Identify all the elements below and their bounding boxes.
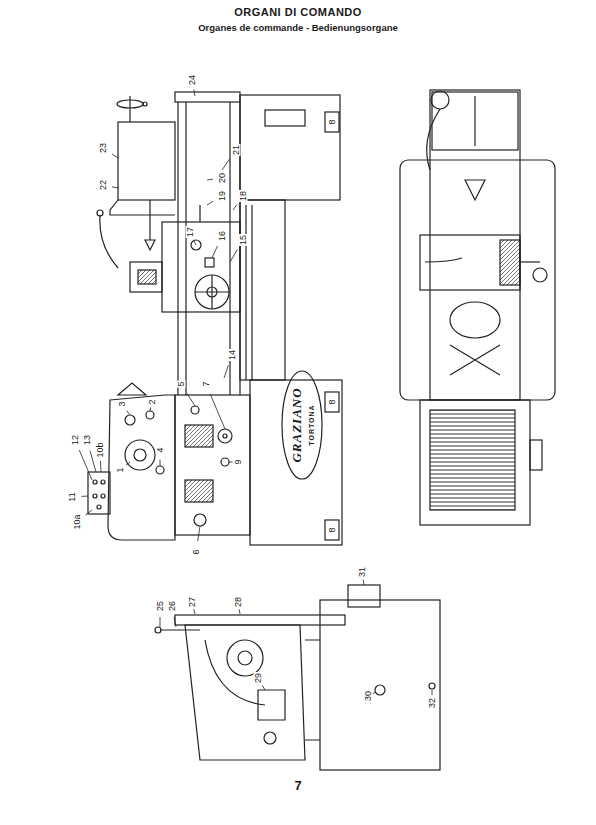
callout-number: 1 bbox=[116, 466, 125, 473]
callout-number: 15 bbox=[239, 234, 248, 246]
callout-number: 10b bbox=[96, 441, 105, 458]
leader-line bbox=[194, 90, 195, 96]
brand-logo: GRAZIANO bbox=[290, 387, 303, 462]
leader-line bbox=[100, 461, 102, 472]
callout-number: 17 bbox=[186, 226, 195, 238]
leader-line bbox=[212, 246, 217, 258]
callout-number: 21 bbox=[232, 144, 241, 156]
leader-line bbox=[363, 580, 365, 585]
leader-line bbox=[239, 609, 241, 614]
leader-line bbox=[160, 460, 161, 466]
leader-line bbox=[210, 394, 225, 429]
leader-line bbox=[127, 411, 130, 415]
leader-line bbox=[112, 187, 118, 188]
leader-line bbox=[126, 462, 130, 465]
top-view bbox=[400, 90, 555, 525]
callout-number: 18 bbox=[239, 190, 248, 202]
callout-number: 14 bbox=[228, 349, 237, 361]
leader-line bbox=[432, 690, 433, 695]
callout-number: 10a bbox=[73, 513, 82, 530]
leader-line bbox=[233, 204, 237, 210]
leader-line bbox=[112, 154, 118, 158]
subtitle: Organes de commande - Bedienungsorgane bbox=[198, 23, 398, 33]
callout-number: 7 bbox=[202, 380, 211, 387]
callout-number: 8 bbox=[328, 526, 337, 533]
side-view bbox=[88, 92, 342, 545]
leader-line bbox=[373, 692, 376, 694]
leader-line bbox=[207, 179, 213, 181]
callout-number: 3 bbox=[118, 400, 127, 407]
leader-line bbox=[194, 240, 196, 245]
callout-number: 11 bbox=[68, 491, 77, 502]
leader-line bbox=[230, 249, 237, 262]
leader-line bbox=[207, 201, 213, 205]
leader-line bbox=[224, 365, 228, 378]
callout-number: 4 bbox=[156, 446, 165, 453]
callout-number: 20 bbox=[218, 172, 227, 184]
callout-number: 6 bbox=[192, 548, 201, 555]
callout-number: 19 bbox=[218, 190, 227, 202]
page-number: 7 bbox=[294, 779, 301, 792]
callout-number: 30 bbox=[364, 690, 373, 702]
callout-number: 28 bbox=[234, 596, 243, 608]
leader-line bbox=[79, 450, 92, 480]
leader-line bbox=[229, 462, 233, 463]
leader-line bbox=[174, 617, 176, 627]
callout-number: 5 bbox=[177, 380, 186, 387]
callout-number: 26 bbox=[168, 600, 177, 612]
page-title: ORGANI DI COMANDO bbox=[234, 7, 362, 18]
callout-number: 24 bbox=[188, 74, 197, 86]
callout-number: 2 bbox=[148, 398, 157, 405]
leader-line bbox=[198, 526, 200, 541]
leader-line bbox=[194, 609, 195, 614]
leader-line bbox=[222, 159, 230, 170]
callout-number: 8 bbox=[328, 118, 337, 125]
callout-number: 25 bbox=[156, 600, 165, 612]
leader-line bbox=[160, 617, 161, 627]
callout-number: 23 bbox=[99, 142, 108, 154]
callout-number: 8 bbox=[328, 398, 337, 405]
callout-number: 31 bbox=[358, 566, 367, 578]
leader-line bbox=[187, 393, 195, 406]
callout-number: 27 bbox=[188, 596, 197, 608]
brand-logo: TORTONA bbox=[308, 404, 315, 445]
callout-number: 13 bbox=[83, 434, 92, 446]
callout-number: 22 bbox=[99, 179, 108, 191]
leader-line bbox=[86, 510, 92, 515]
leader-line bbox=[150, 407, 152, 411]
end-view bbox=[155, 585, 440, 770]
leader-line bbox=[82, 496, 88, 497]
callout-number: 32 bbox=[428, 697, 437, 709]
callout-number: 29 bbox=[254, 672, 263, 684]
callout-number: 12 bbox=[71, 434, 80, 446]
callout-number: 16 bbox=[218, 230, 227, 242]
leader-line bbox=[262, 685, 265, 690]
callout-number: 9 bbox=[234, 458, 243, 465]
